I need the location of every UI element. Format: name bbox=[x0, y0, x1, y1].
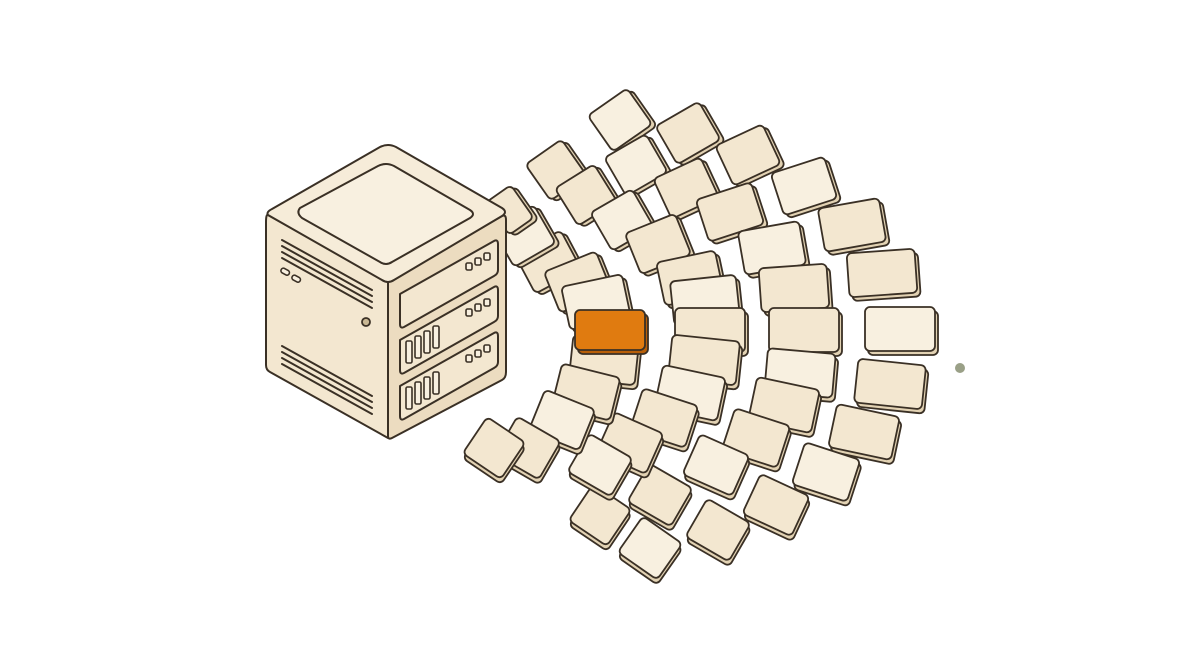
file-card bbox=[463, 417, 525, 484]
file-card-face bbox=[828, 403, 900, 461]
file-card bbox=[845, 248, 922, 302]
file-card bbox=[715, 124, 785, 188]
file-card bbox=[864, 306, 939, 356]
file-card-face bbox=[864, 306, 936, 352]
file-card bbox=[853, 358, 930, 415]
file-card bbox=[770, 156, 842, 219]
file-card bbox=[686, 499, 751, 566]
file-card bbox=[768, 307, 843, 357]
file-card-face bbox=[588, 89, 652, 151]
server-icon bbox=[265, 144, 507, 440]
file-card-face bbox=[656, 102, 720, 164]
file-card bbox=[828, 403, 902, 465]
server-left-face bbox=[265, 213, 389, 439]
file-card bbox=[568, 434, 633, 501]
file-card-highlighted bbox=[574, 309, 649, 355]
file-card-face bbox=[817, 197, 887, 253]
status-dot bbox=[955, 363, 965, 373]
file-card-face bbox=[715, 124, 781, 186]
server-bay-indicators bbox=[465, 252, 491, 363]
file-card-face bbox=[768, 307, 840, 353]
file-card-face bbox=[618, 517, 682, 579]
server-led-2 bbox=[291, 274, 302, 283]
file-card bbox=[487, 186, 538, 236]
file-card-face bbox=[683, 434, 749, 496]
file-card-face bbox=[696, 182, 764, 242]
file-card-face bbox=[742, 474, 810, 536]
file-card bbox=[757, 263, 834, 317]
file-card bbox=[555, 165, 621, 227]
file-card bbox=[683, 434, 751, 501]
server-bay-slots bbox=[405, 325, 440, 410]
server-vent-bottom bbox=[281, 345, 373, 415]
server-led-1 bbox=[280, 267, 291, 276]
file-card bbox=[628, 464, 693, 531]
file-card-face bbox=[792, 442, 860, 502]
file-card-face bbox=[757, 263, 831, 313]
file-card-face bbox=[628, 464, 692, 526]
file-card bbox=[656, 102, 725, 166]
file-card bbox=[792, 442, 862, 507]
file-card bbox=[588, 89, 656, 153]
file-card-face bbox=[463, 417, 525, 479]
file-card-face bbox=[605, 134, 667, 196]
file-card bbox=[618, 517, 682, 584]
file-card bbox=[817, 197, 891, 256]
file-card bbox=[737, 220, 811, 279]
server-vent-top bbox=[281, 239, 373, 309]
file-card-face bbox=[686, 499, 750, 561]
file-cards-group bbox=[463, 89, 939, 584]
server-power-button bbox=[361, 317, 371, 327]
file-card-face bbox=[845, 248, 919, 298]
file-card-face bbox=[770, 156, 838, 216]
file-card bbox=[742, 474, 811, 541]
server-top-panel bbox=[297, 163, 474, 265]
file-card-face bbox=[574, 309, 646, 351]
file-card bbox=[605, 134, 672, 198]
file-card-face bbox=[853, 358, 927, 410]
